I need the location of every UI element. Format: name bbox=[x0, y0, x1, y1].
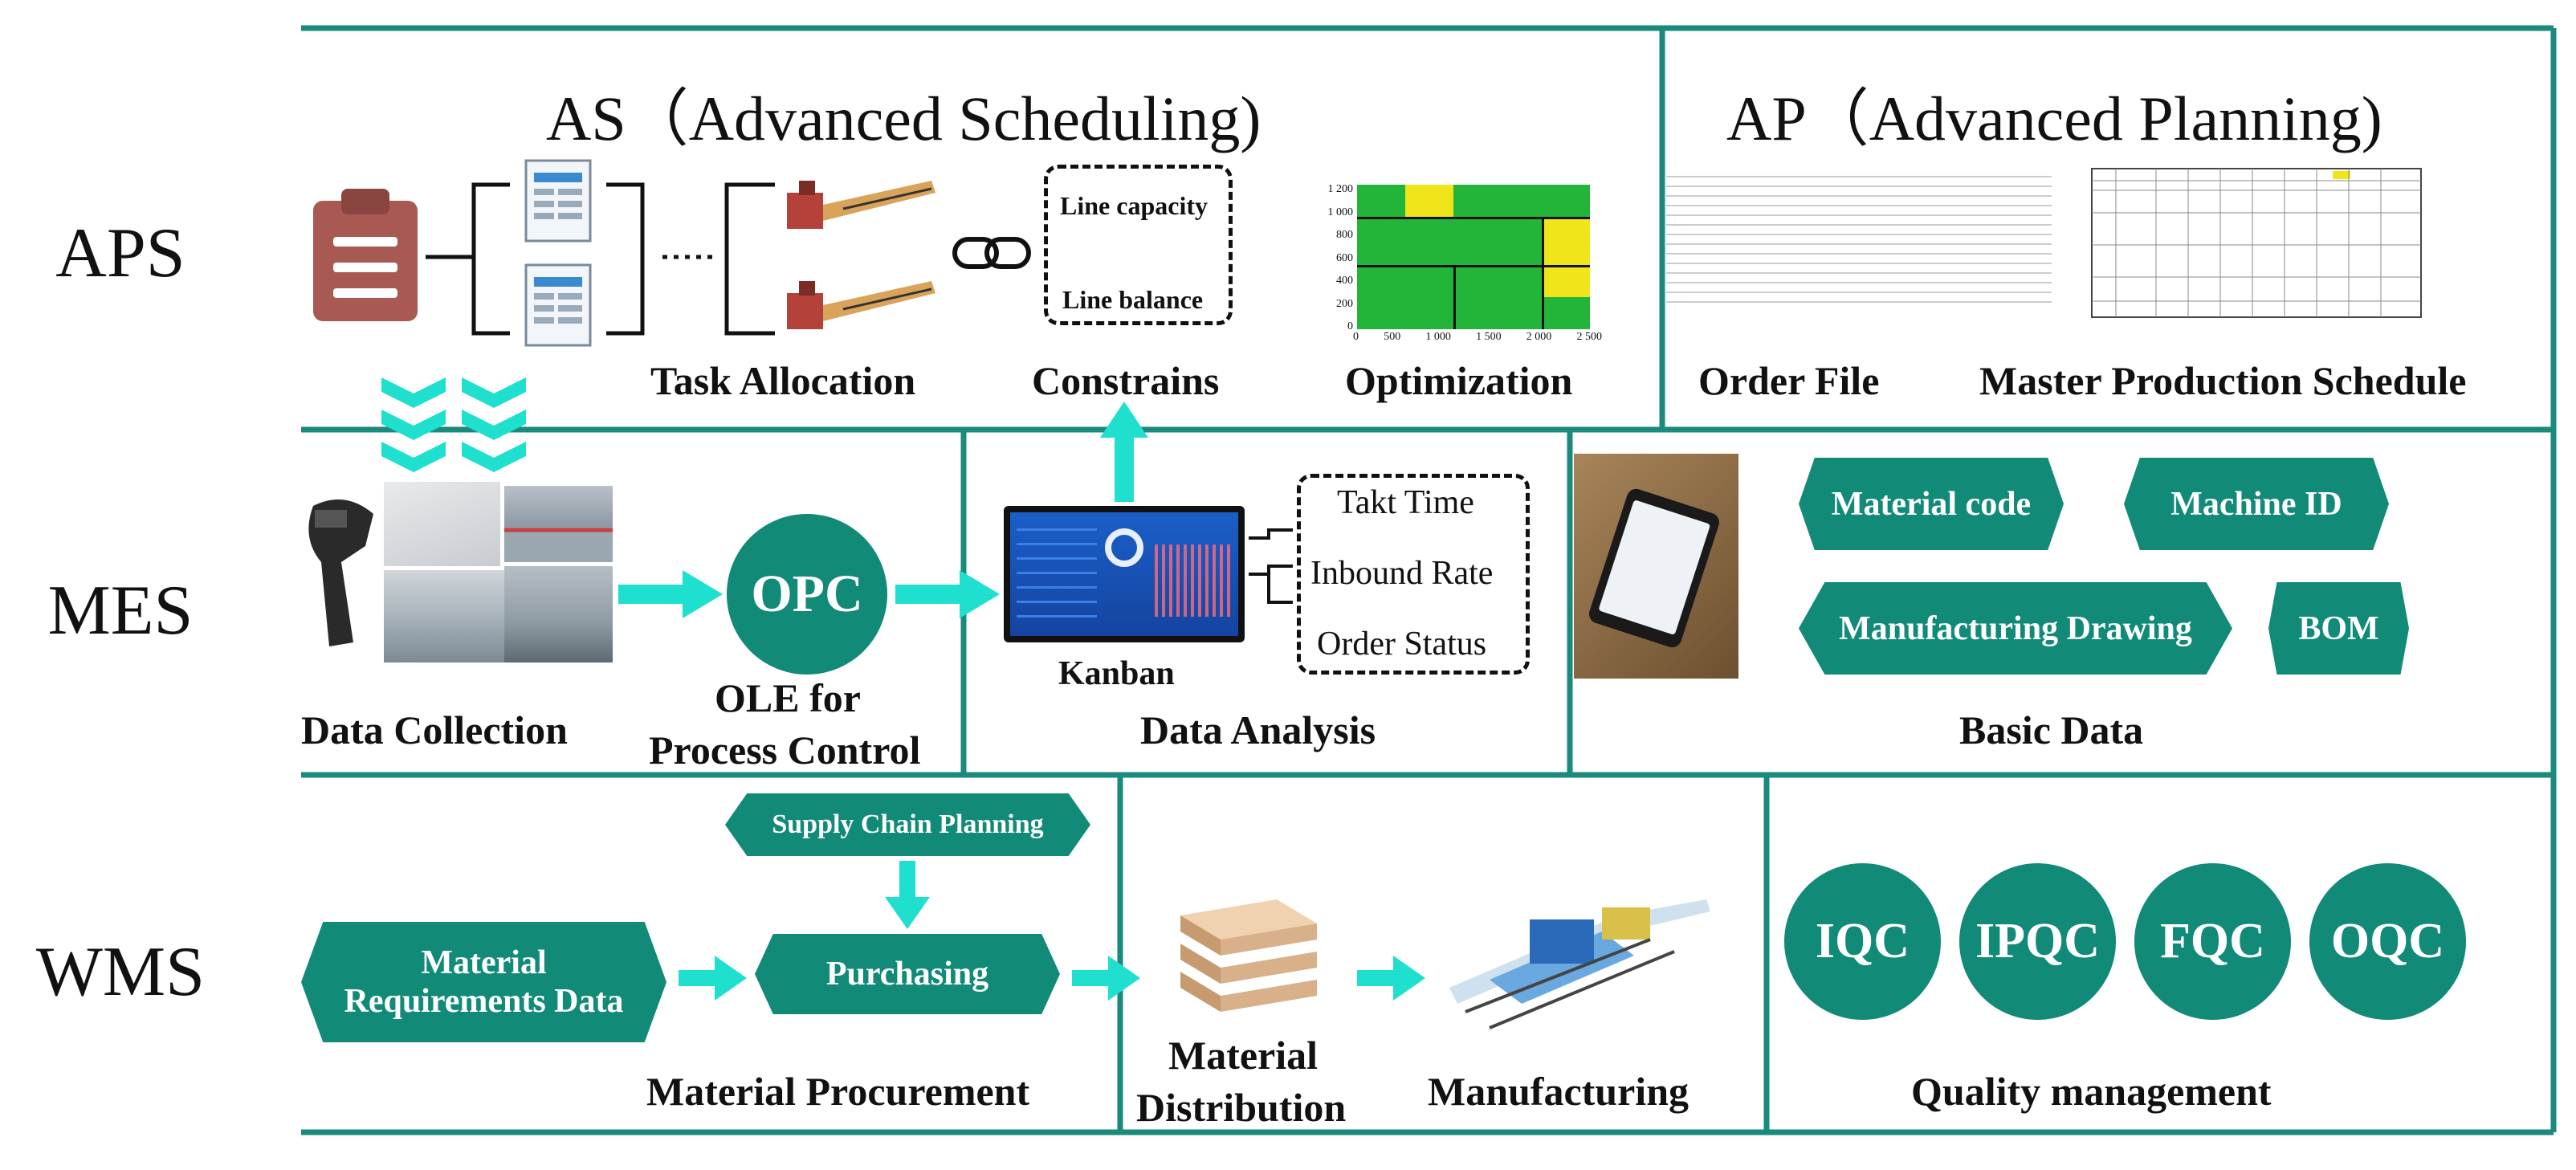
supply-chain-planning-tag: Supply Chain Planning bbox=[725, 793, 1090, 856]
warehouse-image bbox=[384, 570, 504, 662]
chart-highlight bbox=[1405, 185, 1453, 217]
metric-bracket bbox=[1249, 528, 1293, 604]
arrow-right-icon bbox=[618, 570, 723, 618]
manufacturing-line-image bbox=[1449, 899, 1710, 1029]
manufacturing-caption: Manufacturing bbox=[1428, 1069, 1689, 1114]
x-tick: 0 bbox=[1353, 331, 1359, 343]
y-tick: 0 bbox=[1347, 320, 1353, 332]
x-tick: 500 bbox=[1384, 331, 1401, 343]
mps-caption: Master Production Schedule bbox=[1979, 358, 2467, 403]
chart-highlight bbox=[1542, 217, 1590, 297]
y-tick: 1 000 bbox=[1327, 206, 1354, 218]
line-capacity-label: Line capacity bbox=[1060, 191, 1208, 220]
chart-y-ticks: 1 200 1 000 800 600 400 200 0 bbox=[1321, 178, 1354, 339]
arrow-right-icon bbox=[895, 570, 1000, 618]
opc-caption-line1: OLE for bbox=[715, 675, 861, 720]
tablet-image bbox=[1574, 454, 1738, 679]
chevron-down-icon bbox=[462, 377, 526, 472]
y-tick: 400 bbox=[1336, 275, 1353, 287]
arrow-down-icon bbox=[885, 861, 930, 929]
clipboard-icon bbox=[313, 189, 418, 321]
arrow-right-icon bbox=[1072, 956, 1140, 1001]
arrow-up-icon bbox=[1100, 402, 1148, 502]
row-label-mes: MES bbox=[47, 572, 194, 650]
task-allocation-caption: Task Allocation bbox=[650, 358, 916, 403]
material-distribution-line1: Material bbox=[1168, 1033, 1319, 1078]
kanban-caption: Kanban bbox=[1058, 655, 1175, 692]
production-line-image bbox=[787, 281, 935, 329]
optimization-chart bbox=[1357, 185, 1590, 329]
mps-table bbox=[2091, 168, 2422, 318]
basic-data-caption: Basic Data bbox=[1959, 707, 2144, 752]
mrd-line2: Requirements Data bbox=[344, 983, 624, 1020]
x-tick: 2 500 bbox=[1576, 331, 1602, 343]
order-file-table bbox=[1666, 176, 2052, 303]
mrd-line1: Material bbox=[421, 944, 547, 981]
y-tick: 600 bbox=[1336, 251, 1353, 264]
production-line-image bbox=[787, 181, 935, 229]
arrow-right-icon bbox=[1357, 956, 1425, 1001]
as-title: AS（Advanced Scheduling) bbox=[546, 84, 1262, 153]
optimization-caption: Optimization bbox=[1345, 358, 1573, 403]
y-tick: 1 200 bbox=[1327, 183, 1354, 195]
ap-title: AP（Advanced Planning) bbox=[1726, 84, 2382, 153]
bom-tag: BOM bbox=[2268, 582, 2409, 675]
x-tick: 1 500 bbox=[1476, 331, 1502, 343]
x-tick: 1 000 bbox=[1425, 331, 1451, 343]
y-tick: 200 bbox=[1336, 297, 1353, 310]
production-floor-image bbox=[504, 566, 613, 662]
chart-divider bbox=[1453, 265, 1456, 329]
takt-time-label: Takt Time bbox=[1337, 484, 1474, 521]
x-tick: 2 000 bbox=[1526, 331, 1552, 343]
order-status-label: Order Status bbox=[1317, 626, 1487, 662]
oqc-circle: OQC bbox=[2309, 863, 2466, 1020]
row-label-aps: APS bbox=[55, 214, 185, 292]
chevron-down-icon bbox=[381, 377, 446, 472]
machine-id-tag: Machine ID bbox=[2124, 458, 2389, 550]
material-procurement-caption: Material Procurement bbox=[646, 1069, 1030, 1114]
tablet-device bbox=[1586, 486, 1722, 650]
ipqc-circle: IPQC bbox=[1959, 863, 2116, 1020]
material-boards-image bbox=[1180, 899, 1317, 1012]
material-requirements-data-tag: Material Requirements Data bbox=[301, 922, 666, 1042]
line-balance-label: Line balance bbox=[1062, 285, 1204, 314]
chart-divider bbox=[1357, 265, 1590, 267]
factory-image bbox=[504, 486, 613, 562]
chart-x-ticks: 0 500 1 000 1 500 2 000 2 500 bbox=[1353, 331, 1602, 344]
opc-caption-line2: Process Control bbox=[649, 728, 921, 773]
y-tick: 800 bbox=[1336, 229, 1353, 241]
data-analysis-caption: Data Analysis bbox=[1140, 707, 1376, 752]
order-file-caption: Order File bbox=[1698, 358, 1880, 403]
kanban-bars bbox=[1155, 544, 1231, 617]
arrow-right-icon bbox=[679, 956, 747, 1001]
schedule-doc-icon bbox=[524, 159, 592, 243]
kanban-list bbox=[1017, 528, 1097, 625]
tablet-screen bbox=[1598, 499, 1711, 635]
barcode-scanner-image bbox=[308, 499, 373, 646]
constrains-caption: Constrains bbox=[1032, 358, 1220, 403]
constraints-box bbox=[1044, 165, 1233, 325]
label-tags-image bbox=[384, 482, 500, 566]
chart-divider bbox=[1357, 217, 1590, 219]
iqc-circle: IQC bbox=[1784, 863, 1941, 1020]
fqc-circle: FQC bbox=[2134, 863, 2291, 1020]
metric-box bbox=[1297, 474, 1530, 675]
manufacturing-drawing-tag: Manufacturing Drawing bbox=[1799, 582, 2232, 675]
inbound-rate-label: Inbound Rate bbox=[1310, 555, 1494, 592]
material-code-tag: Material code bbox=[1799, 458, 2064, 550]
kanban-screen bbox=[1004, 506, 1245, 642]
schedule-doc-icon bbox=[524, 263, 592, 347]
opc-circle: OPC bbox=[727, 514, 887, 675]
purchasing-tag: Purchasing bbox=[755, 934, 1060, 1014]
quality-management-caption: Quality management bbox=[1911, 1069, 2272, 1114]
chart-divider bbox=[1542, 217, 1544, 329]
data-collection-caption: Data Collection bbox=[301, 707, 568, 752]
link-icon bbox=[952, 237, 1031, 269]
material-distribution-line2: Distribution bbox=[1136, 1085, 1347, 1130]
kanban-gauge bbox=[1105, 528, 1143, 567]
kanban-display bbox=[1010, 512, 1238, 636]
row-label-wms: WMS bbox=[35, 933, 206, 1011]
task-bracket bbox=[426, 182, 775, 336]
